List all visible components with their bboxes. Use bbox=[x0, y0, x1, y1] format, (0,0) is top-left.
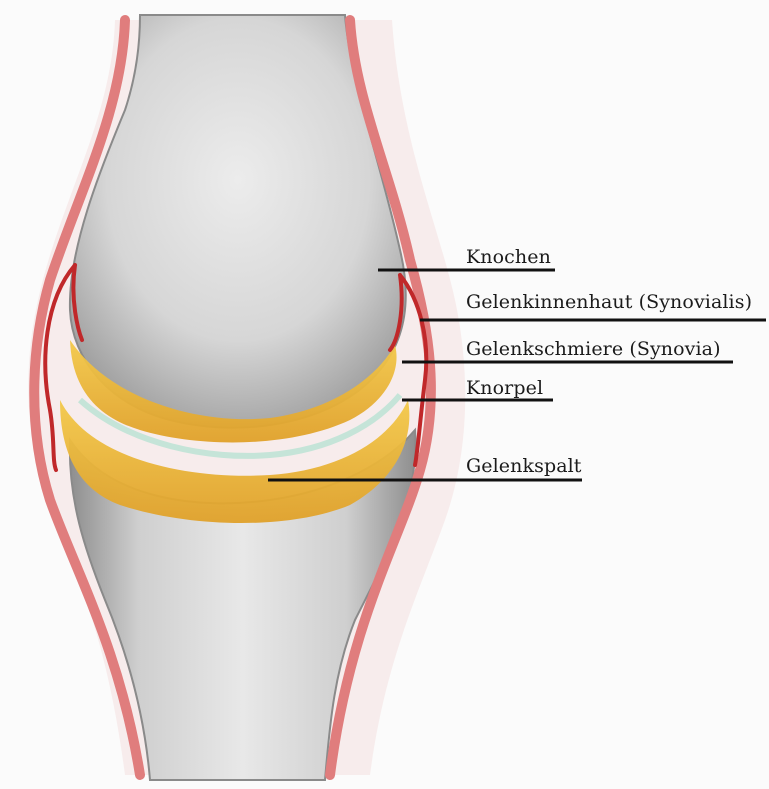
label-gelenkschmiere: Gelenkschmiere (Synovia) bbox=[466, 338, 721, 360]
label-knochen: Knochen bbox=[466, 246, 551, 268]
label-gelenkinnenhaut: Gelenkinnenhaut (Synovialis) bbox=[466, 291, 752, 313]
label-knorpel: Knorpel bbox=[466, 377, 543, 399]
label-gelenkspalt: Gelenkspalt bbox=[466, 455, 582, 477]
